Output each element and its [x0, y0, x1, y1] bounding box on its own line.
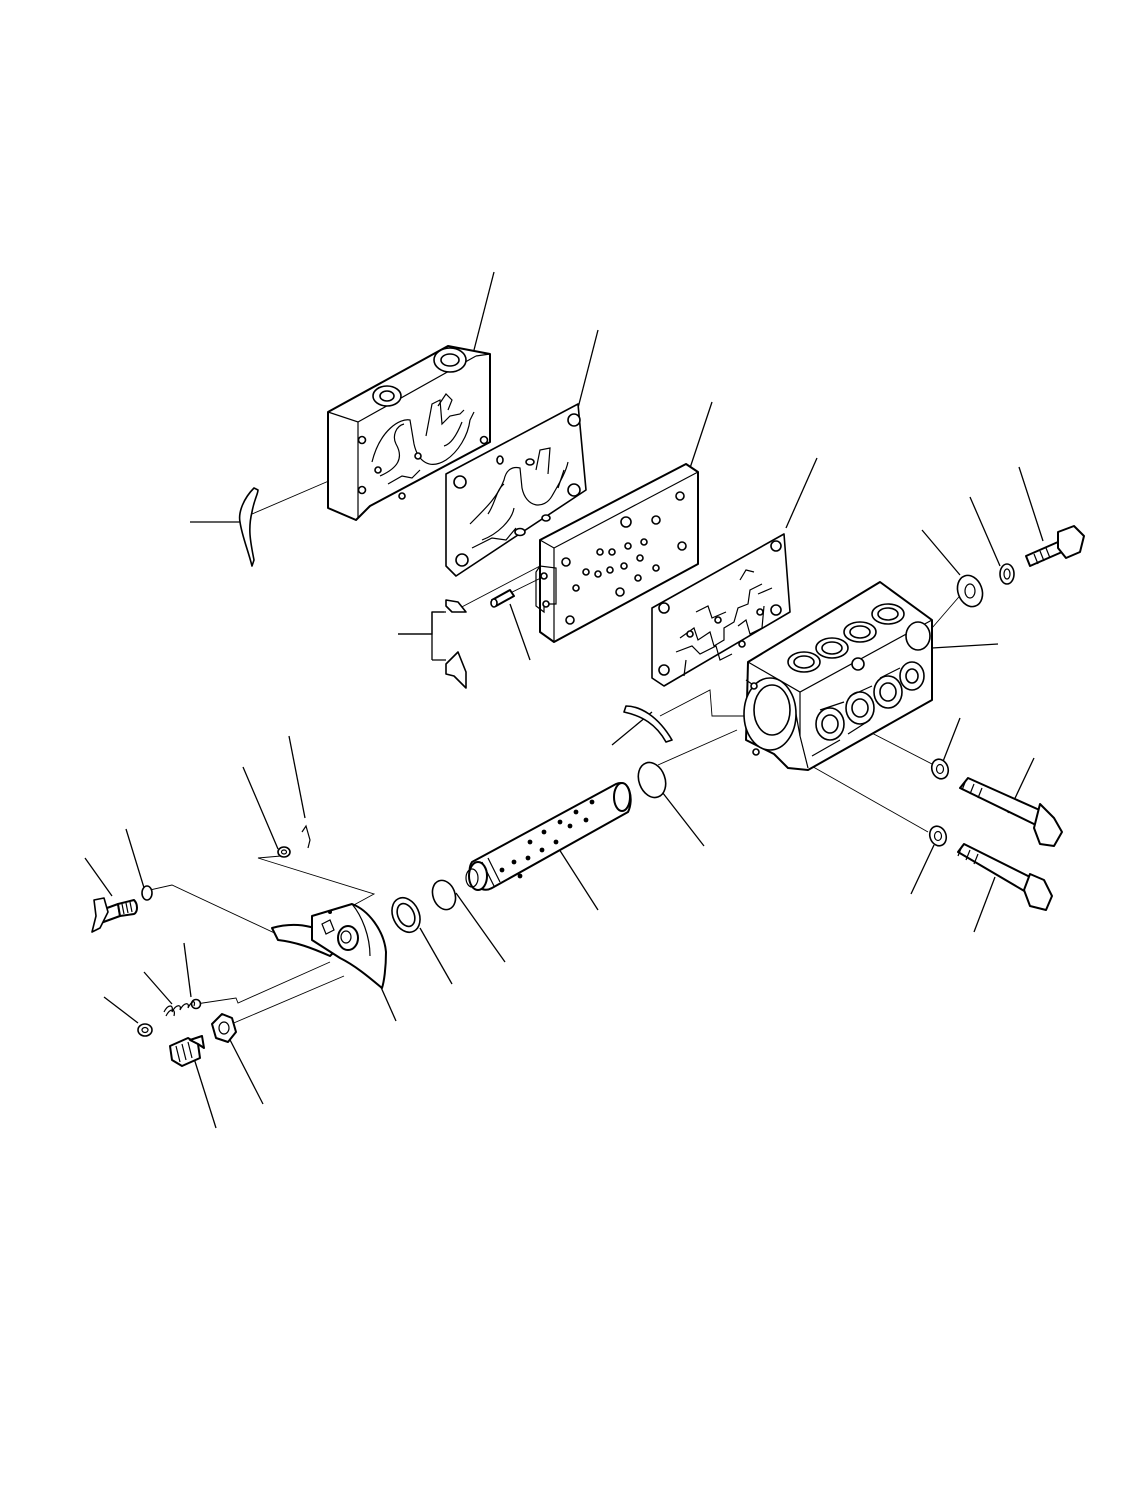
leader-ring	[420, 928, 452, 984]
leader-detent-ball	[184, 943, 191, 997]
spool-oring-small	[429, 877, 460, 913]
upper-gasket	[446, 404, 586, 576]
leader-spring	[144, 972, 172, 1004]
upper-washer	[953, 572, 986, 610]
leader-lever	[380, 985, 396, 1021]
leader-clip-bracket-path	[398, 612, 446, 660]
small-seal	[624, 706, 672, 742]
leader-oring-small	[456, 893, 505, 962]
detent-spring	[164, 1002, 195, 1016]
low-washer	[927, 824, 949, 848]
align-detent	[196, 962, 330, 1004]
leader-valve-body	[932, 644, 998, 648]
leader-separator-plate	[690, 402, 712, 468]
leader-plug-small	[104, 997, 138, 1023]
align-washer-upper	[932, 591, 964, 628]
detent-ball	[192, 1000, 201, 1009]
detent-plug	[138, 1024, 152, 1036]
upper-small-washer	[1000, 564, 1014, 584]
leader-nut-lower	[227, 1034, 263, 1104]
leader-check-ball	[510, 604, 530, 660]
valve-body	[744, 582, 932, 770]
leader-washer-low	[911, 845, 934, 894]
leader-upper-bolt	[1019, 467, 1043, 541]
mid-bolt	[960, 778, 1062, 846]
lever-plug-lower	[170, 1036, 204, 1066]
upper-bolt	[1026, 526, 1084, 566]
lever-nut-lower	[212, 1014, 236, 1042]
low-bolt	[958, 844, 1052, 910]
leader-upper-gasket	[578, 330, 598, 408]
leader-small-washer	[970, 497, 1000, 566]
upper-cover	[328, 346, 490, 520]
leader-upper-washer	[922, 530, 960, 575]
leader-lower-gasket	[786, 458, 817, 528]
leader-pin-upper	[289, 736, 305, 818]
cover-seal	[240, 488, 258, 566]
align-lever-upper	[258, 856, 374, 906]
leader-bolt-low	[974, 877, 995, 932]
align-oring-to-body	[658, 730, 737, 765]
body-oring	[634, 759, 671, 802]
spool-ring	[387, 893, 426, 937]
leader-clip-bracket	[398, 612, 444, 634]
align-wing-bolt	[150, 885, 298, 944]
leader-wing-bolt	[85, 858, 112, 896]
mid-washer	[929, 757, 951, 781]
separator-plate	[536, 464, 698, 642]
clip-pieces	[446, 600, 466, 688]
lever-nut-upper	[278, 847, 290, 857]
spool	[466, 783, 631, 890]
leader-nut-upper	[243, 767, 278, 849]
leader-upper-cover	[474, 272, 494, 350]
align-nut-lever	[222, 976, 344, 1028]
wing-washer	[142, 886, 152, 900]
lever-pin-upper	[302, 826, 310, 848]
check-pin	[491, 590, 514, 607]
lever-assembly	[272, 904, 386, 988]
align-seal-to-body	[660, 690, 748, 716]
align-washer-low	[808, 764, 928, 832]
wing-bolt	[92, 898, 137, 932]
align-plate-to-gasket	[456, 566, 540, 610]
lower-gasket	[652, 534, 790, 686]
leader-washer-wing	[126, 829, 145, 891]
leader-plug-lower	[192, 1052, 216, 1128]
leader-washer-mid	[942, 718, 960, 764]
